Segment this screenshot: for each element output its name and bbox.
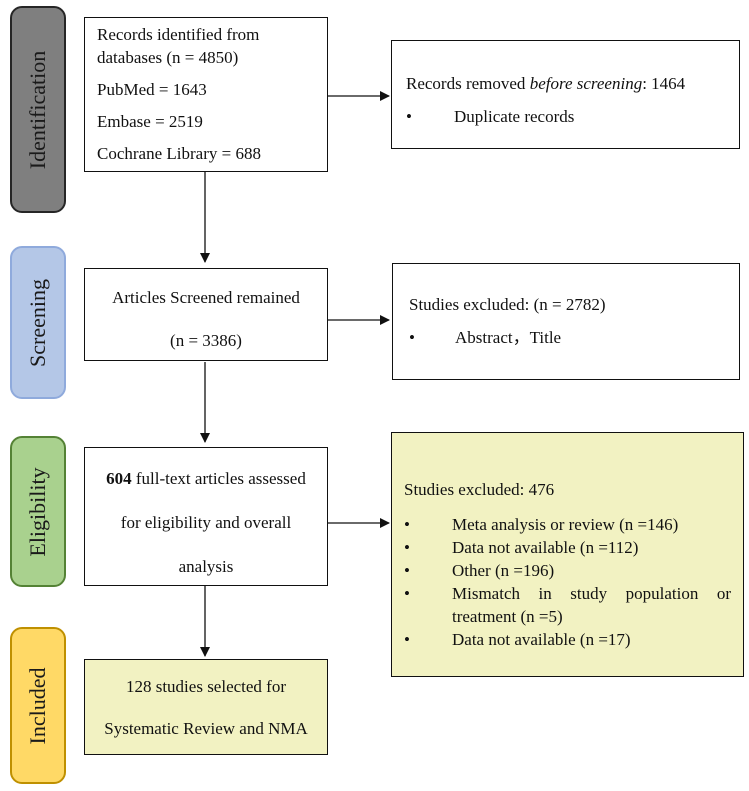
eligibility-excluded-reason: Data not available (n =17): [452, 629, 631, 649]
list-item: • Data not available (n =17): [404, 629, 731, 652]
full-text-assessed-box: 604 full-text articles assessed for elig…: [84, 447, 328, 586]
screening-excluded-title: Studies excluded: (n = 2782): [409, 295, 606, 314]
stage-screening: Screening: [10, 246, 66, 399]
bullet-mark: •: [404, 560, 410, 580]
list-item: • Duplicate records: [406, 106, 729, 129]
list-item: • Abstract，Title: [409, 327, 729, 350]
bullet-mark: •: [409, 327, 415, 347]
full-text-count: 604: [106, 469, 132, 488]
articles-screened-count: (n = 3386): [170, 330, 242, 350]
list-item: • Mismatch in study population or treatme…: [404, 583, 731, 629]
bullet-mark: •: [404, 583, 410, 603]
records-identified-line2: databases (n = 4850): [97, 47, 239, 67]
embase-count: Embase = 2519: [97, 111, 203, 131]
studies-included-line2: Systematic Review and NMA: [104, 718, 308, 738]
cochrane-count: Cochrane Library = 688: [97, 143, 261, 163]
removed-reason: Duplicate records: [454, 106, 575, 126]
eligibility-excluded-box: Studies excluded: 476 • Meta analysis or …: [391, 432, 744, 677]
eligibility-excluded-list: • Meta analysis or review (n =146) • Data n…: [404, 514, 731, 652]
studies-included-box: 128 studies selected for Systematic Revi…: [84, 659, 328, 755]
stage-eligibility: Eligibility: [10, 436, 66, 587]
list-item: • Meta analysis or review (n =146): [404, 514, 731, 537]
articles-screened-line1: Articles Screened remained: [112, 288, 300, 307]
eligibility-excluded-title: Studies excluded: 476: [404, 480, 555, 499]
pubmed-count: PubMed = 1643: [97, 79, 207, 99]
records-identified-box: Records identified from databases (n = 4…: [84, 17, 328, 172]
records-identified-line1: Records identified from: [97, 25, 260, 44]
eligibility-excluded-reason: Mismatch in study population or treatmen…: [452, 583, 731, 626]
full-text-assessed-line2: for eligibility and overall: [120, 512, 292, 532]
eligibility-excluded-reason: Other (n =196): [452, 560, 555, 580]
articles-screened-box: Articles Screened remained (n = 3386): [84, 268, 328, 361]
records-removed-box: Records removed before screening: 1464 •…: [391, 40, 740, 149]
bullet-mark: •: [404, 514, 410, 534]
screening-excluded-reason: Abstract，Title: [455, 327, 562, 347]
full-text-assessed-line3: analysis: [178, 556, 234, 576]
eligibility-excluded-reason: Data not available (n =112): [452, 537, 639, 557]
bullet-mark: •: [404, 629, 410, 649]
list-item: • Other (n =196): [404, 560, 731, 583]
records-removed-title: Records removed before screening: 1464: [406, 74, 686, 93]
bullet-mark: •: [404, 537, 410, 557]
studies-included-line1: 128 studies selected for: [125, 677, 287, 696]
list-item: • Data not available (n =112): [404, 537, 731, 560]
screening-excluded-box: Studies excluded: (n = 2782) • Abstract，…: [392, 263, 740, 380]
bullet-mark: •: [406, 106, 412, 126]
eligibility-excluded-reason: Meta analysis or review (n =146): [452, 514, 679, 534]
stage-identification: Identification: [10, 6, 66, 213]
full-text-assessed-line1: 604 full-text articles assessed: [106, 469, 306, 488]
stage-included: Included: [10, 627, 66, 784]
